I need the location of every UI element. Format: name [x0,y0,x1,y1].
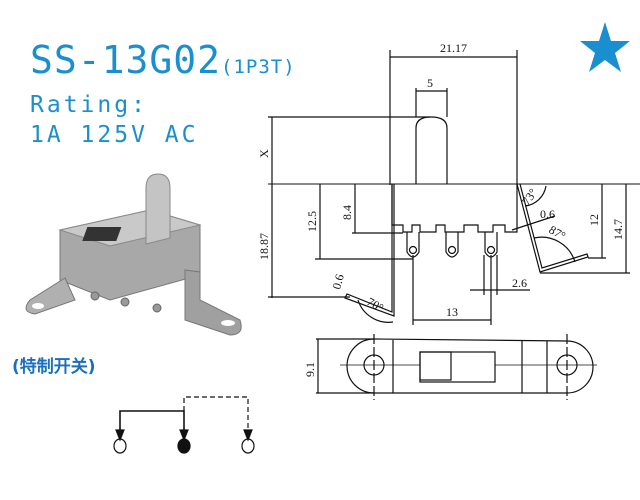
rating-label: Rating: [30,92,148,118]
dim-terminal-width: 2.6 [512,276,527,290]
star-icon [580,22,630,72]
dimension-labels: 21.17 5 X 18.87 12.5 8.4 0.6 70° 13 2.6 … [257,41,625,377]
bottom-view [316,334,597,400]
dim-right-angle-bottom: 87° [547,222,569,243]
terminal-open-left [113,438,127,454]
dim-actuator-height: X [257,149,271,158]
model-title: SS-13G02(1P3T) [30,38,296,82]
dim-terminal-height: 12.5 [305,211,319,232]
dim-bottom-width: 9.1 [303,362,317,377]
terminal-open-right [241,438,255,454]
model-number: SS-13G02 [30,38,222,82]
dim-total-height: 18.87 [257,233,271,260]
dim-right-height: 12 [587,214,601,226]
dim-body-height: 8.4 [340,205,354,220]
side-view [268,50,640,325]
terminal-common [177,438,191,454]
dim-pitch: 13 [446,305,458,319]
rating-value: 1A 125V AC [30,122,199,148]
dim-left-thickness: 0.6 [329,273,346,291]
dim-width: 21.17 [440,41,467,55]
dim-right-total: 14.7 [611,219,625,240]
dim-actuator-width: 5 [427,76,433,90]
special-switch-note: (特制开关) [12,357,96,377]
pole-config: (1P3T) [221,56,296,78]
dim-right-thickness: 0.6 [540,207,555,221]
product-photo [25,173,242,336]
circuit-schematic [113,396,255,454]
